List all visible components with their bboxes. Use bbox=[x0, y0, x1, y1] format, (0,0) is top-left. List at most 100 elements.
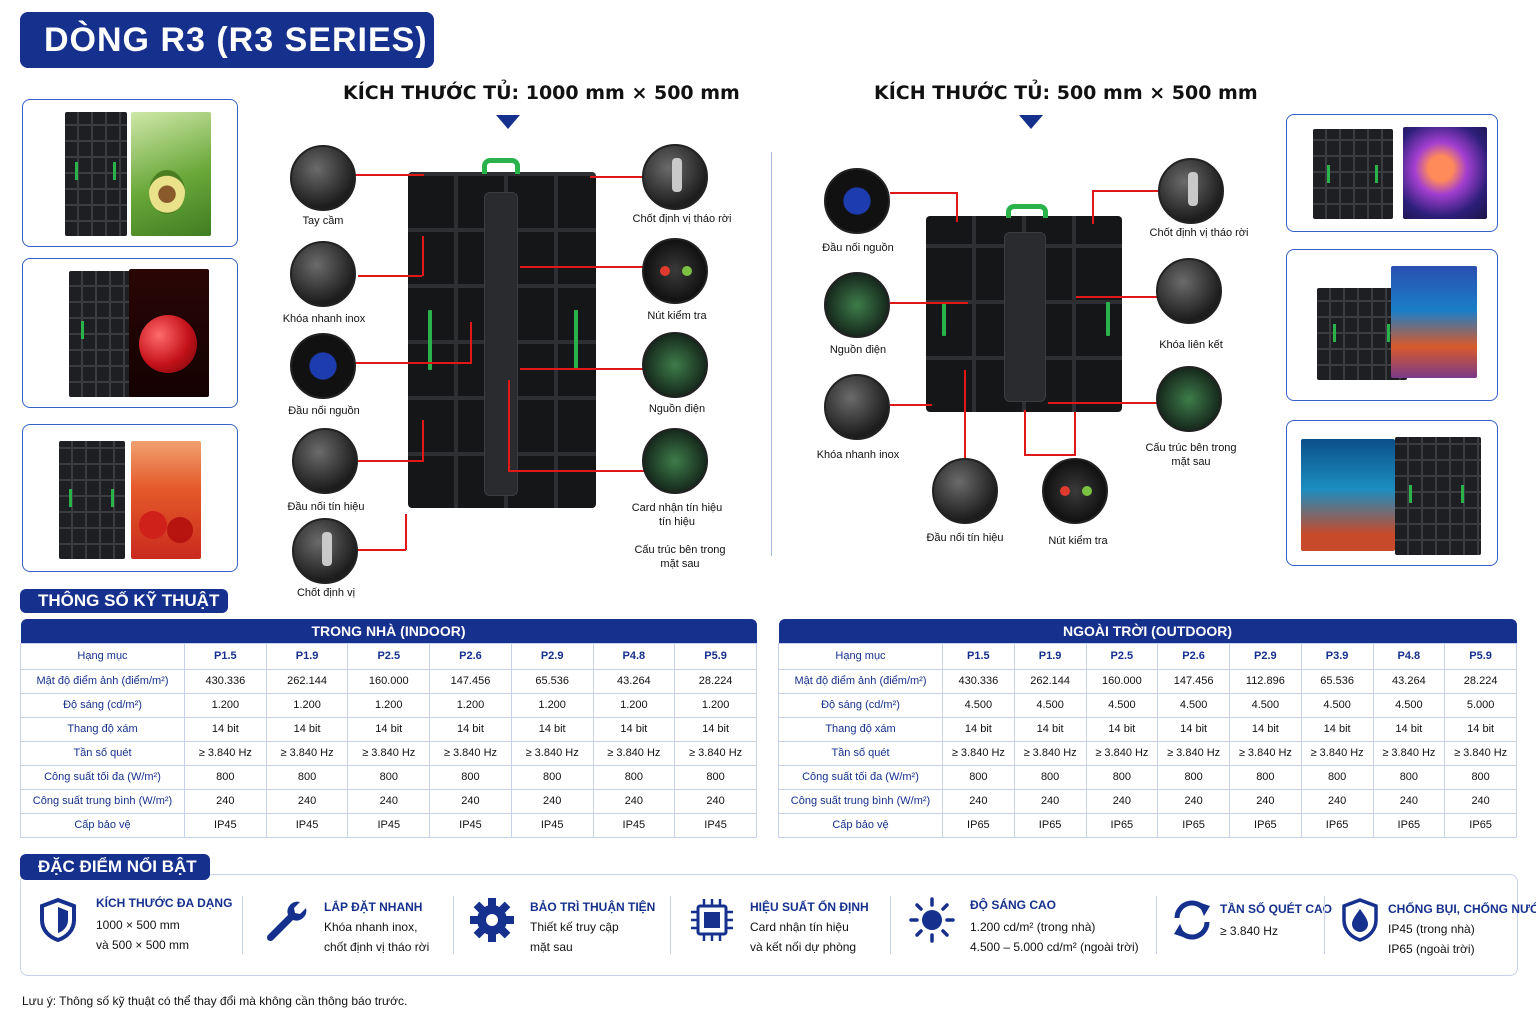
green-lock-bar bbox=[942, 302, 946, 336]
thumb-ocean bbox=[1286, 420, 1498, 566]
table-cell: IP45 bbox=[429, 812, 512, 838]
table-cell: IP45 bbox=[347, 812, 431, 838]
table-cell: 14 bit bbox=[1157, 716, 1230, 742]
label-dau-noi-tin-hieu-r: Đầu nối tín hiệu bbox=[926, 532, 1004, 544]
table-cell: IP45 bbox=[592, 812, 676, 838]
label-nguon-dien-r: Nguồn điện bbox=[829, 344, 887, 356]
label-dau-noi-nguon-r: Đầu nối nguồn bbox=[822, 242, 894, 254]
model-header: P5.9 bbox=[1444, 642, 1517, 670]
feature-kich-thuoc: KÍCH THƯỚC ĐA DẠNG 1000 × 500 mm và 500 … bbox=[34, 890, 244, 962]
feature-tan-so: TẦN SỐ QUÉT CAO ≥ 3.840 Hz bbox=[1168, 890, 1332, 962]
table-cell: 800 bbox=[1300, 764, 1374, 790]
thumb-cabinet bbox=[59, 441, 125, 559]
test-button-photo bbox=[1042, 458, 1108, 524]
table-cell: ≥ 3.840 Hz bbox=[674, 740, 757, 766]
table-cell: ≥ 3.840 Hz bbox=[1157, 740, 1230, 766]
right-size-title: KÍCH THƯỚC TỦ: 500 mm × 500 mm bbox=[874, 82, 1258, 104]
shield-check-icon bbox=[34, 896, 82, 944]
row-label: Độ sáng (cd/m²) bbox=[20, 692, 185, 718]
jellyfish-image bbox=[1403, 127, 1487, 219]
table-cell: 800 bbox=[942, 764, 1015, 790]
label-khoa-nhanh-r: Khóa nhanh inox bbox=[816, 449, 900, 461]
model-header: P1.5 bbox=[942, 642, 1015, 670]
table-cell: 4.500 bbox=[942, 692, 1015, 718]
table-cell: 14 bit bbox=[1444, 716, 1517, 742]
internal-structure-photo bbox=[1156, 366, 1222, 432]
table-cell: 430.336 bbox=[184, 668, 267, 694]
quick-lock-photo bbox=[824, 374, 890, 440]
table-cell: 240 bbox=[1300, 788, 1374, 814]
table-row: Tần số quét≥ 3.840 Hz≥ 3.840 Hz≥ 3.840 H… bbox=[20, 740, 757, 766]
label-tay-cam: Tay cầm bbox=[302, 215, 344, 227]
removable-pin-photo bbox=[1158, 158, 1224, 224]
table-cell: 240 bbox=[429, 788, 512, 814]
feature-bao-tri: BẢO TRÌ THUẬN TIỆN Thiết kế truy cập mặt… bbox=[468, 890, 668, 962]
table-cell: ≥ 3.840 Hz bbox=[429, 740, 512, 766]
label-khoa-nhanh: Khóa nhanh inox bbox=[282, 313, 366, 325]
label-nut-kiem-tra-r: Nút kiểm tra bbox=[1048, 535, 1108, 547]
label-chot-thao-roi-r: Chốt định vị tháo rời bbox=[1149, 227, 1249, 239]
table-cell: 1.200 bbox=[592, 692, 676, 718]
table-cell: 14 bit bbox=[1085, 716, 1159, 742]
table-cell: ≥ 3.840 Hz bbox=[1013, 740, 1087, 766]
row-label: Công suất trung bình (W/m²) bbox=[20, 788, 185, 814]
feature-hieu-suat: HIỆU SUẤT ỔN ĐỊNH Card nhận tín hiệu và … bbox=[688, 890, 888, 962]
power-connector-photo bbox=[824, 168, 890, 234]
model-header: P2.9 bbox=[1229, 642, 1302, 670]
label-chot-dinh-vi: Chốt định vị bbox=[296, 587, 356, 599]
cabinet-spine bbox=[484, 192, 518, 496]
table-cell: 240 bbox=[1157, 788, 1230, 814]
model-header: P2.6 bbox=[429, 642, 512, 670]
thumb-cabinet bbox=[65, 112, 127, 236]
table-cell: 240 bbox=[1372, 788, 1446, 814]
table-cell: 240 bbox=[942, 788, 1015, 814]
cherry-image bbox=[129, 269, 209, 397]
row-label: Tần số quét bbox=[778, 740, 943, 766]
table-cell: IP65 bbox=[942, 812, 1015, 838]
table-cell: 800 bbox=[1085, 764, 1159, 790]
label-card-nhan: Card nhận tín hiệu bbox=[631, 502, 723, 514]
table-cell: 800 bbox=[1013, 764, 1087, 790]
table-cell: 1.200 bbox=[347, 692, 431, 718]
table-cell: IP65 bbox=[1013, 812, 1087, 838]
link-lock-photo bbox=[1156, 258, 1222, 324]
table-cell: 14 bit bbox=[592, 716, 676, 742]
ocean-image bbox=[1301, 439, 1395, 551]
row-label: Thang độ xám bbox=[20, 716, 185, 742]
table-cell: 240 bbox=[1085, 788, 1159, 814]
table-cell: ≥ 3.840 Hz bbox=[1300, 740, 1374, 766]
table-cell: 800 bbox=[510, 764, 594, 790]
table-cell: 14 bit bbox=[1372, 716, 1446, 742]
table-cell: 14 bit bbox=[347, 716, 431, 742]
page-title: DÒNG R3 (R3 SERIES) bbox=[20, 12, 434, 68]
table-cell: 14 bit bbox=[265, 716, 349, 742]
row-label: Cấp bảo vệ bbox=[20, 812, 185, 838]
table-cell: IP65 bbox=[1085, 812, 1159, 838]
table-cell: 430.336 bbox=[942, 668, 1015, 694]
thumb-cabinet bbox=[1395, 437, 1481, 555]
table-cell: 240 bbox=[347, 788, 431, 814]
row-label: Hạng mục bbox=[20, 642, 185, 670]
table-cell: 14 bit bbox=[1300, 716, 1374, 742]
test-button-photo bbox=[642, 238, 708, 304]
sun-icon bbox=[908, 896, 956, 944]
table-cell: 5.000 bbox=[1444, 692, 1517, 718]
row-label: Độ sáng (cd/m²) bbox=[778, 692, 943, 718]
row-label: Công suất trung bình (W/m²) bbox=[778, 788, 943, 814]
cabinet-handle bbox=[1006, 204, 1048, 218]
model-header: P1.9 bbox=[1013, 642, 1087, 670]
table-cell: 112.896 bbox=[1229, 668, 1302, 694]
table-cell: ≥ 3.840 Hz bbox=[1372, 740, 1446, 766]
table-cell: ≥ 3.840 Hz bbox=[1229, 740, 1302, 766]
table-cell: 28.224 bbox=[1444, 668, 1517, 694]
table-cell: IP45 bbox=[510, 812, 594, 838]
gear-icon bbox=[468, 896, 516, 944]
table-cell: IP45 bbox=[674, 812, 757, 838]
